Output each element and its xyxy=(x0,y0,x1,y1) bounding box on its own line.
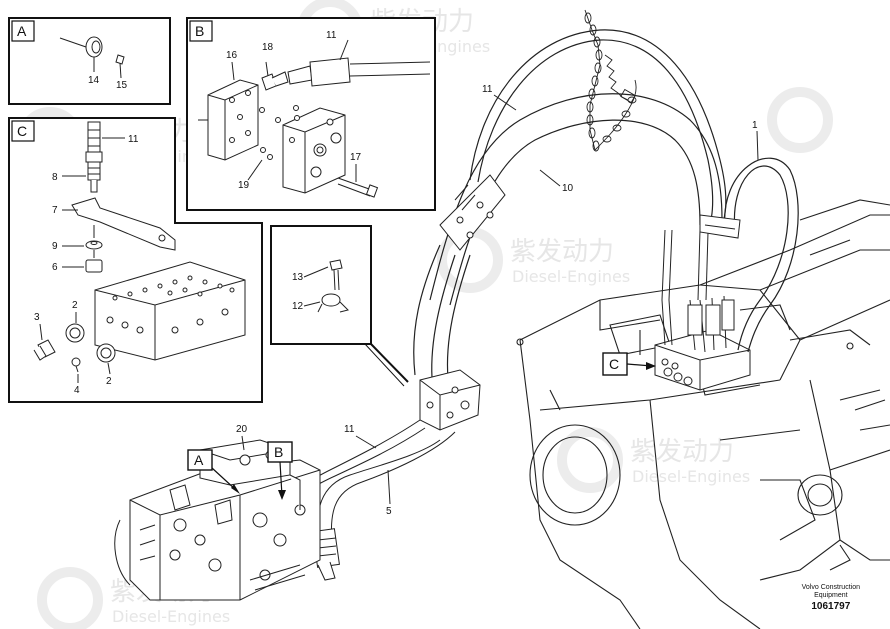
label-2-lower: 2 xyxy=(106,376,112,387)
hose-bracket xyxy=(439,174,506,251)
inset-a-letter: A xyxy=(17,23,27,39)
inset-a: A 14 15 xyxy=(8,17,171,105)
callout-a-letter: A xyxy=(194,452,204,468)
label-8: 8 xyxy=(52,172,58,183)
machine-frame xyxy=(516,199,890,629)
watermark-layer: 紫发动力 Diesel-Engines 紫发动力 Diesel-Engines … xyxy=(17,0,833,629)
pump-assembly xyxy=(114,439,321,601)
inset-detail: 13 12 xyxy=(270,225,409,387)
label-20: 20 xyxy=(236,424,248,435)
valve-block-c xyxy=(654,295,751,391)
label-13: 13 xyxy=(292,272,304,283)
chain xyxy=(584,9,637,152)
inset-c: C xyxy=(8,117,263,403)
footer-brand: Volvo Construction Equipment 1061797 xyxy=(802,584,860,613)
label-5: 5 xyxy=(386,506,392,517)
label-9: 9 xyxy=(52,241,58,252)
footer-line1: Volvo Construction xyxy=(801,584,860,591)
inset-b: B xyxy=(186,17,436,211)
label-12: 12 xyxy=(292,301,304,312)
label-19: 19 xyxy=(238,180,250,191)
label-4: 4 xyxy=(74,385,80,396)
label-1: 1 xyxy=(752,120,758,131)
label-18: 18 xyxy=(262,42,274,53)
callout-c-letter: C xyxy=(609,356,619,372)
hose-clamp xyxy=(699,214,741,239)
watermark-cn: 紫发动力 xyxy=(630,437,734,467)
callout-c: C xyxy=(602,352,656,376)
hose-lower xyxy=(413,244,471,379)
label-2-upper: 2 xyxy=(72,300,78,311)
inset-c-letter: C xyxy=(17,123,27,139)
footer-part-number: 1061797 xyxy=(811,601,851,612)
watermark-en: Diesel-Engines xyxy=(512,267,630,286)
label-7: 7 xyxy=(52,205,58,216)
label-6: 6 xyxy=(52,262,58,273)
label-11-main-bottom: 11 xyxy=(344,424,355,435)
hose-upper-thin xyxy=(661,229,709,346)
callout-a: A xyxy=(187,449,240,494)
watermark-en: Diesel-Engines xyxy=(112,607,230,626)
main-labels: 11 10 1 20 11 5 xyxy=(236,84,759,517)
label-17: 17 xyxy=(350,152,362,163)
label-16: 16 xyxy=(226,50,238,61)
label-15: 15 xyxy=(116,80,128,91)
label-10: 10 xyxy=(562,183,574,194)
watermark-cn: 紫发动力 xyxy=(510,237,614,267)
callout-b-letter: B xyxy=(274,444,283,460)
label-11-inset-b: 11 xyxy=(326,30,337,41)
label-3: 3 xyxy=(34,312,40,323)
label-14: 14 xyxy=(88,75,100,86)
label-11-inset-c: 11 xyxy=(128,134,139,145)
footer-line2: Equipment xyxy=(814,592,848,599)
hose-11-upper xyxy=(469,29,727,231)
watermark-en: Diesel-Engines xyxy=(632,467,750,486)
inset-b-letter: B xyxy=(195,23,204,39)
callout-b: B xyxy=(267,441,293,500)
label-11-main-top: 11 xyxy=(482,84,493,95)
hose-manifold xyxy=(312,369,481,581)
hose-1 xyxy=(724,157,799,353)
